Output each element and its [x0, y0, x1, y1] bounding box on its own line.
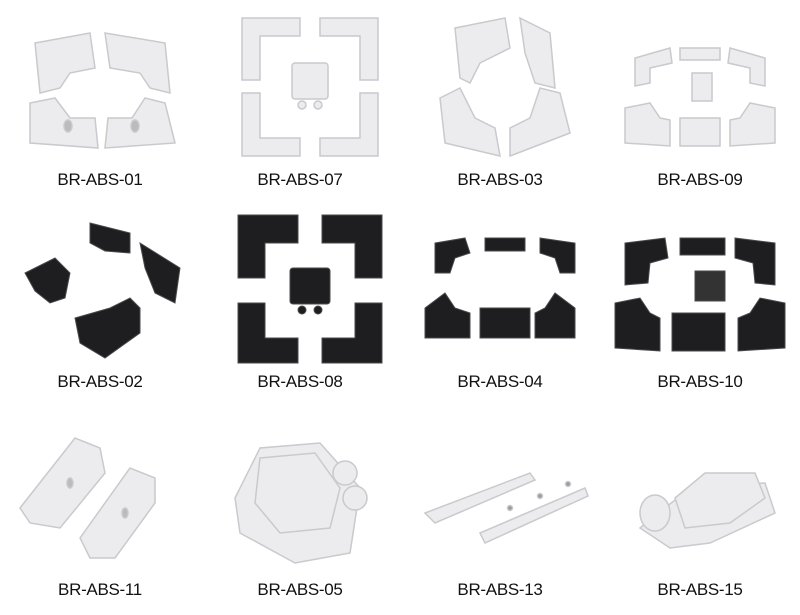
product-code: BR-ABS-05	[257, 580, 343, 599]
product-image	[610, 213, 790, 368]
product-image	[410, 213, 590, 368]
product-image	[610, 8, 790, 163]
product-card[interactable]: BR-ABS-11	[0, 410, 200, 615]
product-code: BR-ABS-02	[57, 372, 143, 391]
product-image	[410, 8, 590, 163]
product-code: BR-ABS-11	[58, 580, 142, 599]
product-image	[610, 418, 790, 573]
product-code: BR-ABS-01	[57, 170, 143, 189]
product-code: BR-ABS-09	[657, 170, 743, 189]
product-image	[210, 8, 390, 163]
product-card[interactable]: BR-ABS-04	[400, 205, 600, 410]
product-code: BR-ABS-07	[257, 170, 343, 189]
product-image	[210, 213, 390, 368]
product-code: BR-ABS-15	[657, 580, 743, 599]
product-card[interactable]: BR-ABS-09	[600, 0, 800, 205]
product-code: BR-ABS-04	[457, 372, 543, 391]
product-image	[10, 8, 190, 163]
product-image	[10, 418, 190, 573]
product-card[interactable]: BR-ABS-10	[600, 205, 800, 410]
product-code: BR-ABS-13	[457, 580, 543, 599]
product-image	[210, 418, 390, 573]
product-card[interactable]: BR-ABS-05	[200, 410, 400, 615]
product-card[interactable]: BR-ABS-13	[400, 410, 600, 615]
product-code: BR-ABS-10	[657, 372, 743, 391]
product-card[interactable]: BR-ABS-02	[0, 205, 200, 410]
product-card[interactable]: BR-ABS-15	[600, 410, 800, 615]
product-code: BR-ABS-03	[457, 170, 543, 189]
product-card[interactable]: BR-ABS-01	[0, 0, 200, 205]
product-image	[410, 418, 590, 573]
product-card[interactable]: BR-ABS-07	[200, 0, 400, 205]
product-code: BR-ABS-08	[257, 372, 343, 391]
product-card[interactable]: BR-ABS-03	[400, 0, 600, 205]
product-card[interactable]: BR-ABS-08	[200, 205, 400, 410]
product-image	[10, 213, 190, 368]
